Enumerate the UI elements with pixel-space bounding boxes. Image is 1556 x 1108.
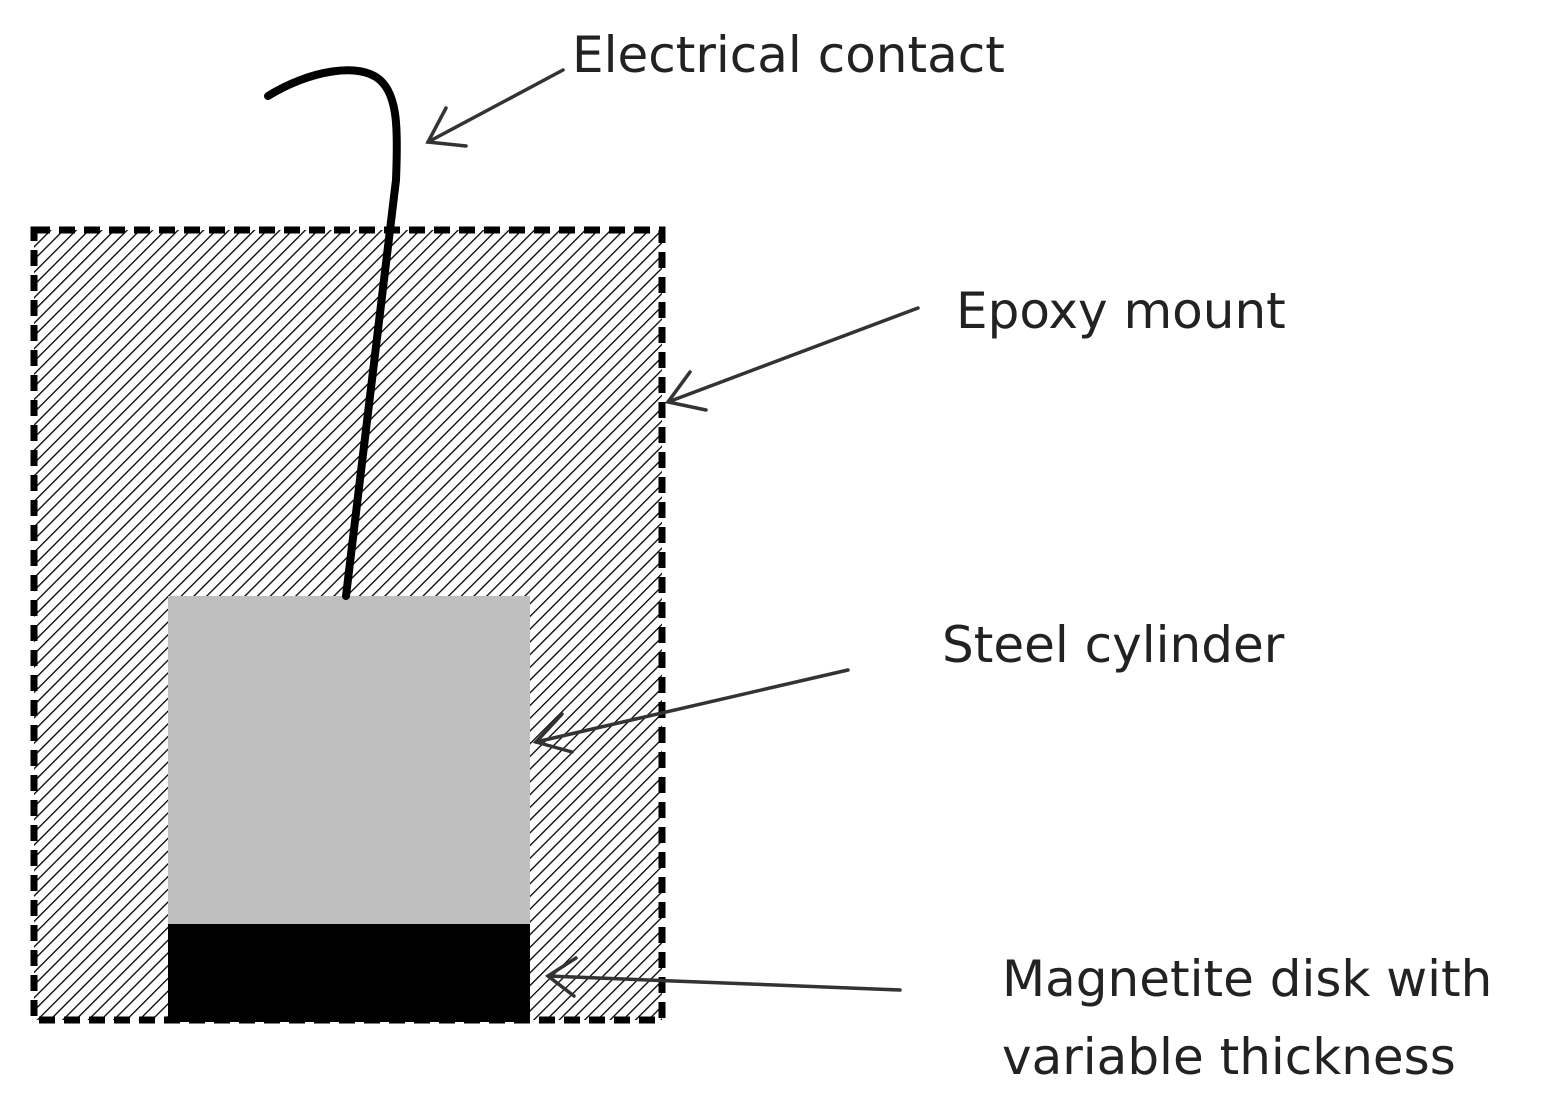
label-electrical-contact: Electrical contact xyxy=(572,26,1005,84)
electrical-contact-arrow xyxy=(425,68,565,148)
magnetite-disk xyxy=(168,924,530,1022)
electrical-contact-wire xyxy=(264,66,401,600)
steel-cylinder-arrow xyxy=(532,668,850,754)
label-magnetite-disk-line2: variable thickness xyxy=(1002,1028,1456,1086)
label-epoxy-mount: Epoxy mount xyxy=(956,282,1286,340)
epoxy-mount-arrow xyxy=(664,306,920,412)
label-magnetite-disk-line1: Magnetite disk with xyxy=(1002,950,1492,1008)
label-steel-cylinder: Steel cylinder xyxy=(942,616,1285,674)
magnetite-disk-arrow xyxy=(544,956,902,998)
steel-cylinder xyxy=(168,596,530,926)
